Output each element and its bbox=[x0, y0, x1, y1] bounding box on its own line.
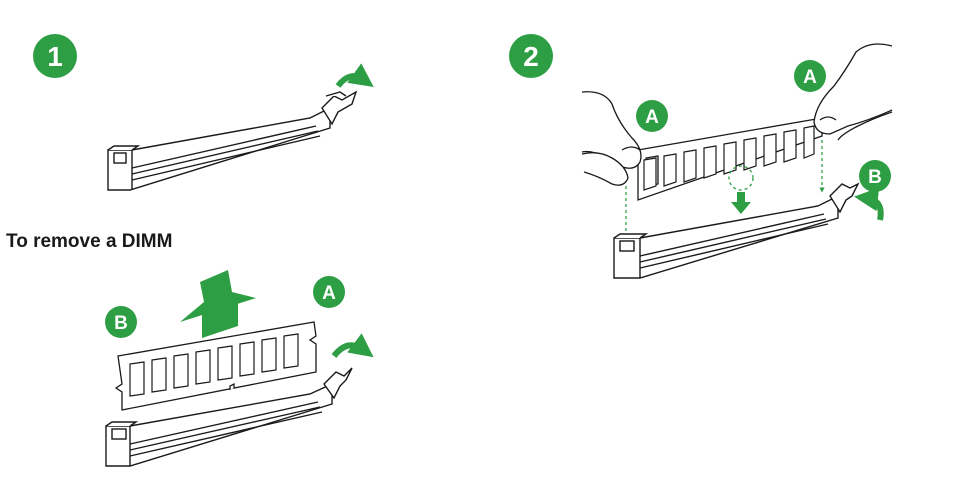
label-a-left-step2: A bbox=[636, 100, 668, 132]
step-2-badge: 2 bbox=[509, 34, 553, 78]
svg-text:B: B bbox=[114, 313, 128, 334]
svg-text:A: A bbox=[645, 107, 659, 128]
label-a-remove: A bbox=[313, 276, 345, 308]
step-2-number: 2 bbox=[523, 41, 539, 72]
step-1-badge: 1 bbox=[33, 34, 77, 78]
svg-text:A: A bbox=[803, 67, 817, 88]
latch-open-arrow-remove bbox=[331, 333, 374, 358]
latch-open-arrow-step1 bbox=[335, 63, 374, 88]
latch-close-arrow-step2 bbox=[854, 187, 884, 221]
notch-down-arrow-step2 bbox=[731, 192, 751, 214]
dimm-chips-step2 bbox=[643, 125, 815, 191]
svg-text:B: B bbox=[868, 167, 882, 188]
label-b-step2: B bbox=[859, 160, 891, 192]
label-b-remove: B bbox=[105, 306, 137, 338]
remove-dimm-heading: To remove a DIMM bbox=[6, 231, 173, 252]
dimm-slot-remove bbox=[105, 367, 353, 467]
dimm-slot-step1 bbox=[107, 90, 358, 191]
dimm-chips-remove bbox=[129, 333, 299, 397]
svg-text:A: A bbox=[322, 283, 336, 304]
hand-right-step2 bbox=[813, 43, 893, 141]
remove-up-arrow bbox=[180, 270, 256, 338]
dimm-slot-step2 bbox=[613, 182, 860, 279]
step-1-number: 1 bbox=[47, 41, 63, 72]
label-a-right-step2: A bbox=[794, 60, 826, 92]
hand-left-step2 bbox=[581, 91, 642, 186]
